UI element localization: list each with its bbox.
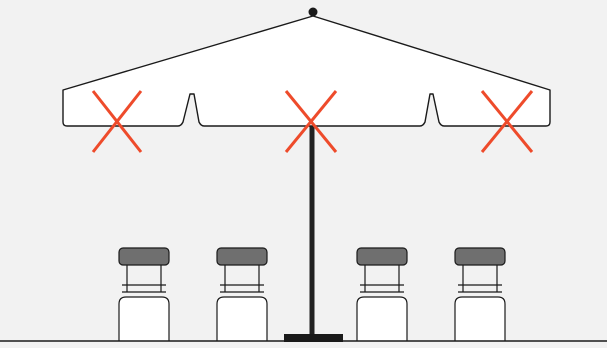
- chair-seat: [357, 248, 407, 265]
- chair-seat: [217, 248, 267, 265]
- chair-seat: [119, 248, 169, 265]
- chair-body: [119, 297, 169, 341]
- chair-body: [357, 297, 407, 341]
- umbrella-finial: [309, 8, 318, 17]
- chair-body: [217, 297, 267, 341]
- chair-body: [455, 297, 505, 341]
- chair-seat: [455, 248, 505, 265]
